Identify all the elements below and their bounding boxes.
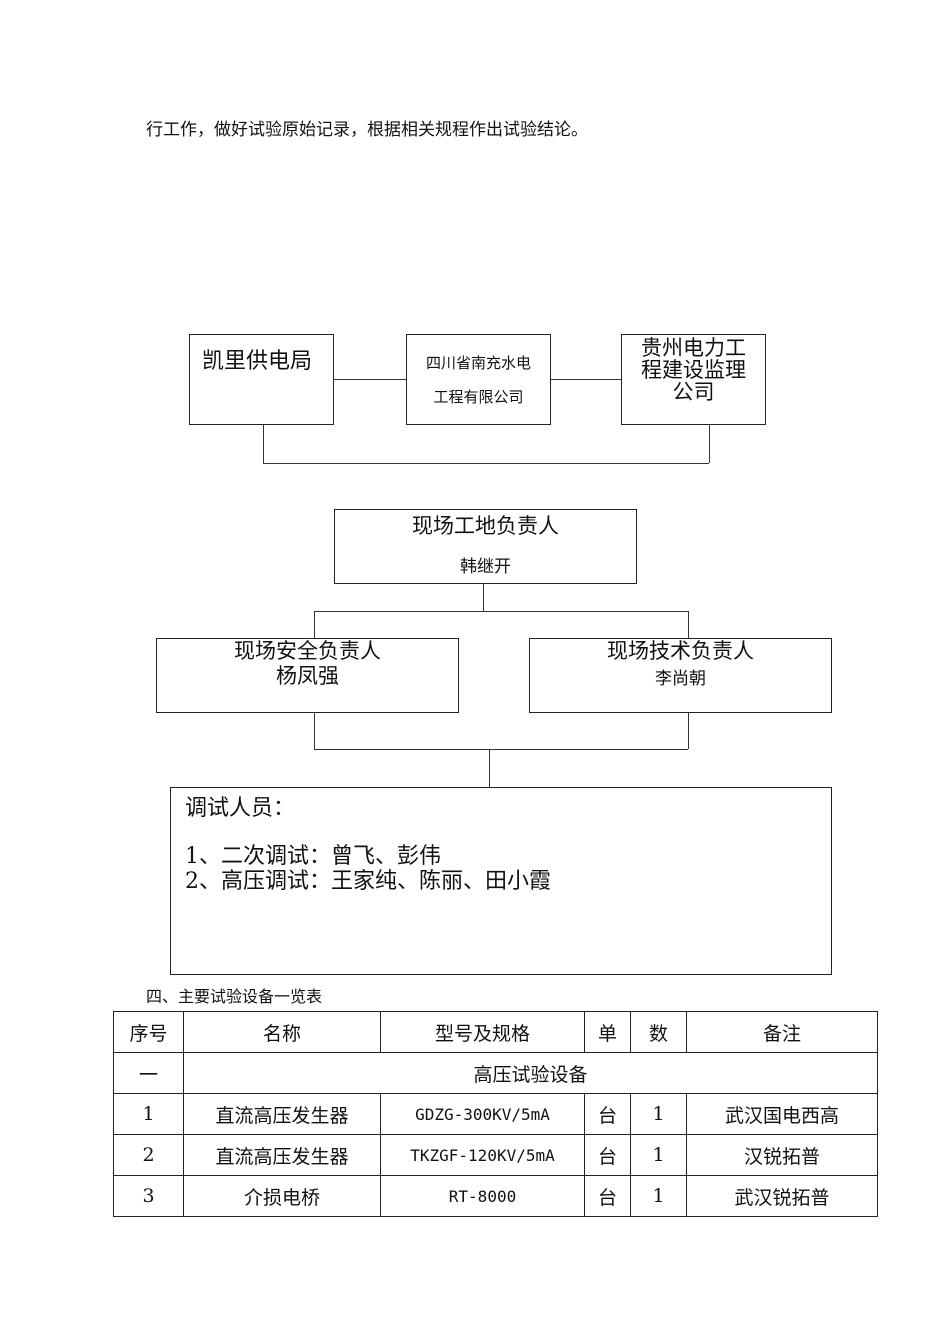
org-box-guizhou-line1: 贵州电力工 [641,336,746,360]
table-header-cell: 备注 [686,1011,878,1053]
table-cell: 台 [584,1134,631,1176]
tech-manager-title: 现场技术负责人 [607,639,754,663]
table-cell: 汉锐拓普 [686,1134,878,1176]
table-cell: 1 [630,1175,687,1217]
connector-left-center [334,379,406,380]
connector-left-down [263,425,264,463]
connector-safety-down [314,713,315,749]
table-cell: 直流高压发生器 [183,1093,381,1135]
table-cell: 台 [584,1093,631,1135]
table-row: 1 直流高压发生器 GDZG-300KV/5mA 台 1 武汉国电西高 [113,1093,878,1135]
table-cell: 介损电桥 [183,1175,381,1217]
equipment-table: 序号 名称 型号及规格 单 数 备注 一 高压试验设备 1 直流高压发生器 GD… [113,1011,878,1217]
safety-manager-name: 杨凤强 [276,664,339,688]
org-box-nanchong-line1: 四川省南充水电 [425,353,531,372]
org-box-nanchong: 四川省南充水电 工程有限公司 [406,334,551,425]
connector-top-bracket [263,463,709,464]
table-group-label: 高压试验设备 [183,1052,878,1094]
table-header-cell: 名称 [183,1011,381,1053]
table-cell: 直流高压发生器 [183,1134,381,1176]
org-box-debug-staff: 调试人员： 1、二次调试：曾飞、彭伟 2、高压调试：王家纯、陈丽、田小霞 [170,787,832,975]
safety-manager-title: 现场安全负责人 [234,639,381,663]
org-box-site-manager: 现场工地负责人 韩继开 [334,509,637,584]
table-header-cell: 数 [630,1011,687,1053]
connector-to-tech [688,611,689,638]
intro-paragraph: 行工作，做好试验原始记录，根据相关规程作出试验结论。 [146,120,588,140]
table-cell: 2 [113,1134,184,1176]
connector-bottom-bracket [314,749,688,750]
table-cell: 台 [584,1175,631,1217]
table-cell: 1 [630,1134,687,1176]
table-cell: RT-8000 [380,1175,585,1217]
debug-staff-line1: 1、二次调试：曾飞、彭伟 [185,844,441,869]
table-header-cell: 型号及规格 [380,1011,585,1053]
org-box-nanchong-line2: 工程有限公司 [433,387,524,406]
table-header-cell: 序号 [113,1011,184,1053]
table-header-cell: 单 [584,1011,631,1053]
table-cell: GDZG-300KV/5mA [380,1093,585,1135]
site-manager-title: 现场工地负责人 [412,514,559,538]
table-cell: 武汉锐拓普 [686,1175,878,1217]
debug-staff-title: 调试人员： [185,796,296,821]
section-title: 四、主要试验设备一览表 [146,987,323,1006]
table-cell: TKZGF-120KV/5mA [380,1134,585,1176]
connector-to-safety [314,611,315,638]
connector-tech-down [688,713,689,749]
table-cell: 武汉国电西高 [686,1093,878,1135]
table-row: 3 介损电桥 RT-8000 台 1 武汉锐拓普 [113,1175,878,1217]
table-cell: 3 [113,1175,184,1217]
table-row: 2 直流高压发生器 TKZGF-120KV/5mA 台 1 汉锐拓普 [113,1134,878,1176]
org-box-kaili: 凯里供电局 [189,334,334,425]
org-box-kaili-label: 凯里供电局 [202,349,313,374]
org-box-tech-manager: 现场技术负责人 李尚朝 [529,638,832,713]
table-header-row: 序号 名称 型号及规格 单 数 备注 [113,1011,878,1053]
org-box-safety-manager: 现场安全负责人 杨凤强 [156,638,459,713]
connector-right-down [709,425,710,463]
tech-manager-name: 李尚朝 [655,669,706,689]
org-box-guizhou-line3: 公司 [672,380,715,404]
connector-center-right [551,379,621,380]
connector-mid-bracket [314,611,688,612]
site-manager-name: 韩继开 [460,557,511,577]
table-group-row: 一 高压试验设备 [113,1052,878,1094]
debug-staff-line2: 2、高压调试：王家纯、陈丽、田小霞 [185,869,551,894]
connector-site-down [483,584,484,611]
table-cell: 1 [630,1093,687,1135]
table-cell: 一 [113,1052,184,1094]
org-box-guizhou: 贵州电力工 程建设监理 公司 [621,334,766,425]
connector-to-debug [489,749,490,787]
org-box-guizhou-line2: 程建设监理 [641,358,746,382]
table-cell: 1 [113,1093,184,1135]
